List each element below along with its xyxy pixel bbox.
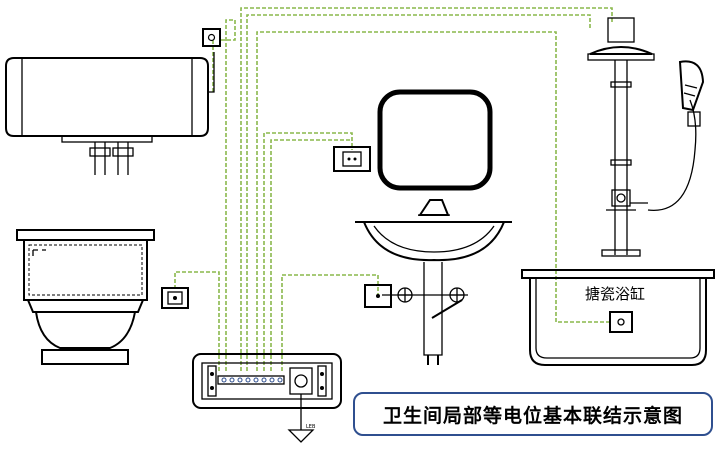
ground-symbol-icon: LEB — [287, 394, 316, 443]
socket-icon — [333, 146, 371, 172]
mirror-icon — [377, 89, 493, 191]
bonding-wires — [174, 7, 613, 371]
toilet-icon — [16, 229, 155, 365]
socket-icon — [161, 287, 189, 309]
shower-icon — [587, 17, 705, 257]
diagram-title: 卫生间局部等电位基本联结示意图 — [382, 404, 683, 427]
ground-label: LEB — [306, 424, 316, 430]
bathtub-icon: 搪瓷浴缸 — [521, 269, 715, 366]
socket-icon — [364, 284, 392, 308]
bonding-terminal-box-icon — [192, 353, 342, 409]
washbasin-icon — [355, 199, 512, 365]
diagram-title-box: 卫生间局部等电位基本联结示意图 — [353, 392, 713, 436]
socket-icon — [202, 28, 221, 47]
bathtub-label: 搪瓷浴缸 — [585, 285, 645, 303]
water-heater — [5, 52, 215, 175]
